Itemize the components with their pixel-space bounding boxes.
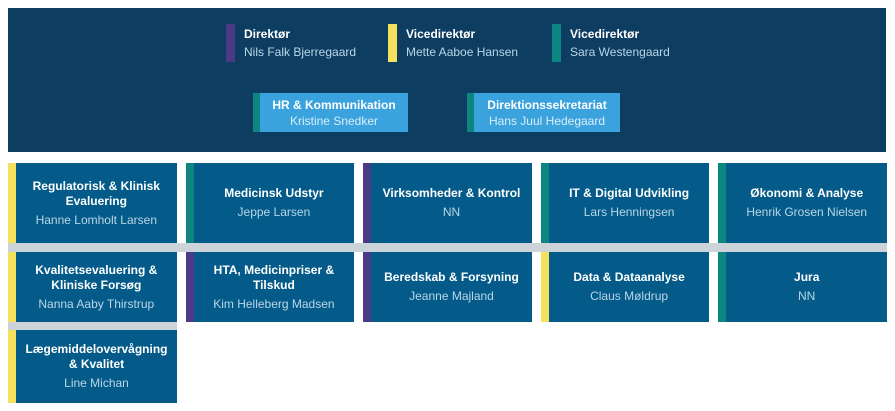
staff-title: HR & Kommunikation [272, 97, 396, 112]
accent-bar [363, 163, 372, 243]
dept-kvalitetsevaluering-kliniske-forsog: Kvalitetsevaluering & Kliniske Forsøg Na… [8, 252, 177, 322]
accent-bar [467, 93, 474, 132]
dept-title: Virksomheder & Kontrol [382, 186, 521, 200]
dept-okonomi-analyse: Økonomi & Analyse Henrik Grosen Nielsen [718, 163, 887, 243]
dept-row-3: Lægemiddelovervågning & Kvalitet Line Mi… [8, 330, 177, 403]
dept-head-name: Henrik Grosen Nielsen [746, 205, 868, 219]
accent-bar [226, 24, 235, 62]
staff-content: Direktionssekretariat Hans Juul Hedegaar… [474, 93, 620, 132]
staff-title: Direktionssekretariat [487, 97, 607, 112]
dept-virksomheder-kontrol: Virksomheder & Kontrol NN [363, 163, 532, 243]
leader-text: Vicedirektør Sara Westengaard [570, 24, 670, 62]
dept-title: Medicinsk Udstyr [224, 186, 324, 200]
staff-box-hr-kommunikation: HR & Kommunikation Kristine Snedker [253, 93, 408, 132]
accent-bar [363, 252, 372, 322]
staff-content: HR & Kommunikation Kristine Snedker [260, 93, 408, 132]
dept-data-dataanalyse: Data & Dataanalyse Claus Møldrup [540, 252, 710, 322]
row-separator [8, 243, 887, 252]
leader-direktor: Direktør Nils Falk Bjerregaard [226, 24, 356, 62]
dept-head-name: Line Michan [64, 376, 129, 390]
dept-jura: Jura NN [718, 252, 887, 322]
accent-bar [540, 252, 549, 322]
dept-content: Beredskab & Forsyning Jeanne Majland [371, 252, 532, 322]
accent-bar [718, 252, 727, 322]
accent-bar [388, 24, 397, 62]
dept-content: IT & Digital Udvikling Lars Henningsen [548, 163, 710, 243]
accent-bar [185, 252, 194, 322]
dept-content: Jura NN [726, 252, 887, 322]
leader-vicedirektor-1: Vicedirektør Mette Aaboe Hansen [388, 24, 518, 62]
dept-head-name: Jeanne Majland [409, 289, 494, 303]
dept-content: Medicinsk Udstyr Jeppe Larsen [193, 163, 355, 243]
leader-name: Mette Aaboe Hansen [406, 45, 519, 59]
dept-title: Økonomi & Analyse [750, 186, 864, 200]
dept-head-name: Lars Henningsen [583, 205, 675, 219]
dept-head-name: Hanne Lomholt Larsen [35, 212, 157, 227]
dept-title: Regulatorisk & Klinisk Evaluering [32, 178, 160, 208]
dept-head-name: Nanna Aaby Thirstrup [38, 296, 155, 311]
dept-medicinsk-udstyr: Medicinsk Udstyr Jeppe Larsen [185, 163, 355, 243]
top-banner: Direktør Nils Falk Bjerregaard Vicedirek… [8, 8, 886, 152]
accent-bar [185, 163, 194, 243]
leader-title: Direktør [244, 27, 291, 41]
accent-bar [253, 93, 260, 132]
dept-title: Kvalitetsevaluering & Kliniske Forsøg [35, 262, 158, 292]
accent-bar [540, 163, 549, 243]
dept-head-name: NN [442, 205, 461, 219]
dept-title: Beredskab & Forsyning [384, 270, 519, 284]
dept-hta-medicinpriser-tilskud: HTA, Medicinpriser & Tilskud Kim Hellebe… [185, 252, 355, 322]
accent-bar [718, 163, 727, 243]
dept-title: Lægemiddelovervågning & Kvalitet [25, 342, 168, 371]
dept-content: Økonomi & Analyse Henrik Grosen Nielsen [726, 163, 887, 243]
dept-content: Regulatorisk & Klinisk Evaluering Hanne … [16, 163, 177, 243]
dept-title: HTA, Medicinpriser & Tilskud [213, 262, 335, 292]
dept-content: Virksomheder & Kontrol NN [371, 163, 532, 243]
dept-content: HTA, Medicinpriser & Tilskud Kim Hellebe… [193, 252, 355, 322]
accent-bar [552, 24, 561, 62]
dept-row-1: Regulatorisk & Klinisk Evaluering Hanne … [8, 163, 887, 243]
leader-text: Vicedirektør Mette Aaboe Hansen [406, 24, 518, 62]
dept-it-digital-udvikling: IT & Digital Udvikling Lars Henningsen [540, 163, 710, 243]
dept-title: Data & Dataanalyse [573, 270, 685, 284]
dept-regulatorisk-klinisk-evaluering: Regulatorisk & Klinisk Evaluering Hanne … [8, 163, 177, 243]
row-separator [8, 322, 177, 330]
accent-bar [8, 252, 16, 322]
leader-vicedirektor-2: Vicedirektør Sara Westengaard [552, 24, 670, 62]
dept-title: Jura [794, 270, 820, 284]
staff-head-name: Hans Juul Hedegaard [488, 113, 606, 128]
dept-head-name: Claus Møldrup [590, 289, 669, 303]
dept-beredskab-forsyning: Beredskab & Forsyning Jeanne Majland [363, 252, 532, 322]
accent-bar [8, 330, 16, 403]
accent-bar [8, 163, 16, 243]
leader-text: Direktør Nils Falk Bjerregaard [244, 24, 356, 62]
leader-title: Vicedirektør [570, 27, 640, 41]
leader-name: Nils Falk Bjerregaard [244, 45, 357, 59]
dept-head-name: NN [798, 289, 816, 303]
dept-head-name: Kim Helleberg Madsen [213, 296, 335, 311]
staff-box-direktionssekretariat: Direktionssekretariat Hans Juul Hedegaar… [467, 93, 620, 132]
leader-name: Sara Westengaard [570, 45, 670, 59]
dept-content: Kvalitetsevaluering & Kliniske Forsøg Na… [16, 252, 177, 322]
staff-head-name: Kristine Snedker [289, 113, 379, 128]
dept-content: Lægemiddelovervågning & Kvalitet Line Mi… [16, 330, 177, 403]
leader-title: Vicedirektør [406, 27, 476, 41]
dept-laegemiddelovervagning-kvalitet: Lægemiddelovervågning & Kvalitet Line Mi… [8, 330, 177, 403]
dept-content: Data & Dataanalyse Claus Møldrup [548, 252, 710, 322]
dept-head-name: Jeppe Larsen [237, 205, 311, 219]
dept-row-2: Kvalitetsevaluering & Kliniske Forsøg Na… [8, 252, 887, 322]
dept-title: IT & Digital Udvikling [569, 186, 690, 200]
